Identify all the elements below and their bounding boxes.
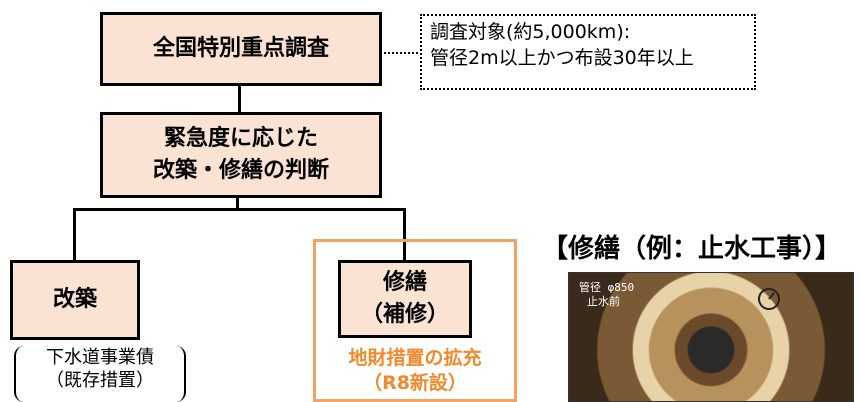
connector-to-right: [403, 208, 406, 262]
node-repair: 修繕 （補修）: [338, 260, 472, 338]
expansion-frame: [313, 239, 517, 402]
photo-title: 【修繕（例：止水工事）】: [542, 234, 842, 264]
node-national-special-inspection: 全国特別重点調査: [100, 12, 382, 86]
connector-top-to-mid: [238, 84, 241, 114]
label-sewer-bond: 下水道事業債 （既存措置）: [14, 346, 186, 402]
photo-caption-line2: 止水前: [587, 295, 620, 308]
node-reconstruction: 改築: [10, 260, 140, 340]
pipe-repair-photo: 管径 φ850 止水前: [568, 272, 854, 402]
clock-ring-icon: [758, 288, 780, 310]
connector-to-note: [380, 52, 422, 54]
photo-caption-line1: 管径 φ850: [579, 281, 635, 294]
connector-mid-down: [236, 196, 239, 210]
node-urgency-judgment: 緊急度に応じた 改築・修繕の判断: [100, 112, 382, 198]
survey-scope-note: 調査対象(約5,000km): 管径2m以上かつ布設30年以上: [420, 14, 756, 90]
connector-to-left: [73, 208, 76, 262]
label-fiscal-measure-expansion: 地財措置の拡充 （R8新設）: [348, 347, 482, 394]
connector-horizontal: [73, 208, 405, 211]
